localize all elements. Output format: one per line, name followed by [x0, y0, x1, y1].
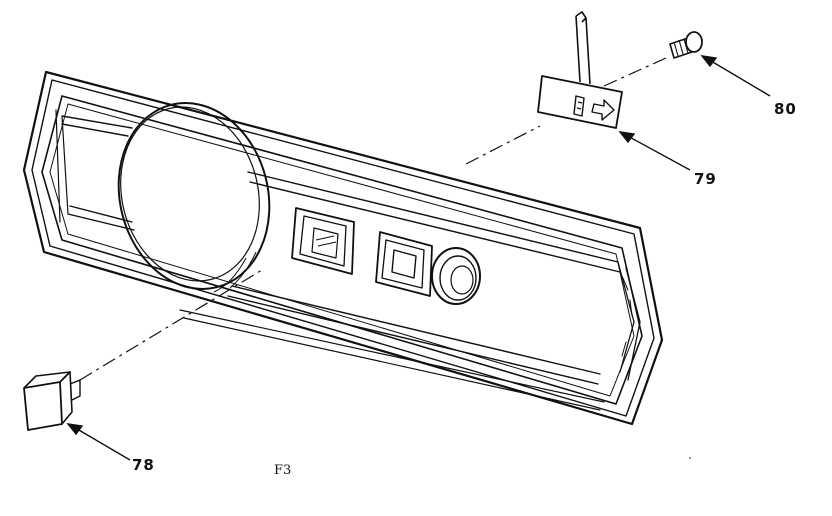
callout-78: 78 — [132, 456, 155, 474]
panel-outer-lip — [31, 79, 655, 417]
oval-window — [117, 102, 271, 293]
bracket-tab — [575, 11, 591, 85]
leader-arrow-80 — [705, 57, 771, 97]
bracket-assembly-line — [465, 125, 541, 165]
stray-mark — [689, 457, 691, 459]
round-knob-hole-outer — [431, 247, 481, 305]
leader-arrows — [66, 55, 771, 461]
leader-arrow-79 — [623, 133, 691, 171]
bottom-trim — [179, 309, 605, 411]
bracket-slot — [573, 95, 585, 117]
left-recess-lower — [67, 205, 135, 231]
lower-ridge-line — [227, 285, 601, 385]
square-button-2 — [375, 231, 433, 297]
knob-front-face — [23, 381, 63, 431]
square-button-2-face — [391, 249, 417, 279]
knob-assembly-line — [79, 269, 263, 381]
bracket-arrow-cutout — [591, 99, 615, 121]
bracket-part — [537, 11, 623, 129]
screw-assembly-line — [603, 57, 667, 87]
round-knob-hole-inner — [450, 265, 474, 295]
leader-arrow-78 — [71, 425, 131, 461]
panel-inner-border — [41, 95, 643, 405]
oval-window-inner — [120, 106, 260, 282]
callout-80: 80 — [774, 100, 797, 118]
knob-part — [23, 371, 81, 431]
panel-inner-border-2 — [49, 103, 635, 397]
leader-arrowhead-78 — [66, 423, 84, 436]
callout-79: 79 — [694, 170, 717, 188]
oval-window-shadow — [213, 251, 257, 293]
assembly-lines — [79, 57, 667, 381]
panel-outer-edge — [22, 70, 664, 426]
leader-arrowhead-80 — [700, 55, 718, 68]
square-button-1-face — [311, 227, 339, 259]
knob-side-face — [59, 371, 73, 425]
square-button-2-bezel — [375, 231, 433, 297]
screw-part — [669, 31, 703, 59]
left-recess-side — [55, 109, 69, 223]
round-knob-hole — [431, 247, 481, 305]
oval-window-outer — [117, 102, 271, 290]
square-button-1-inner — [299, 215, 347, 267]
right-recess — [617, 261, 641, 381]
square-button-1-shade — [315, 235, 337, 247]
leader-arrowhead-79 — [618, 131, 636, 144]
figure-label: F3 — [274, 463, 291, 478]
control-panel — [22, 70, 664, 426]
square-button-2-inner — [381, 239, 425, 289]
left-recess-upper — [61, 115, 133, 137]
round-knob-hole-mid — [439, 255, 477, 301]
right-recess-ticks — [621, 275, 633, 357]
square-button-1-bezel — [291, 207, 355, 275]
screw-head — [685, 31, 703, 53]
knob-stem — [69, 379, 81, 401]
square-button-1 — [291, 207, 355, 275]
upper-ridge-line — [247, 171, 621, 273]
